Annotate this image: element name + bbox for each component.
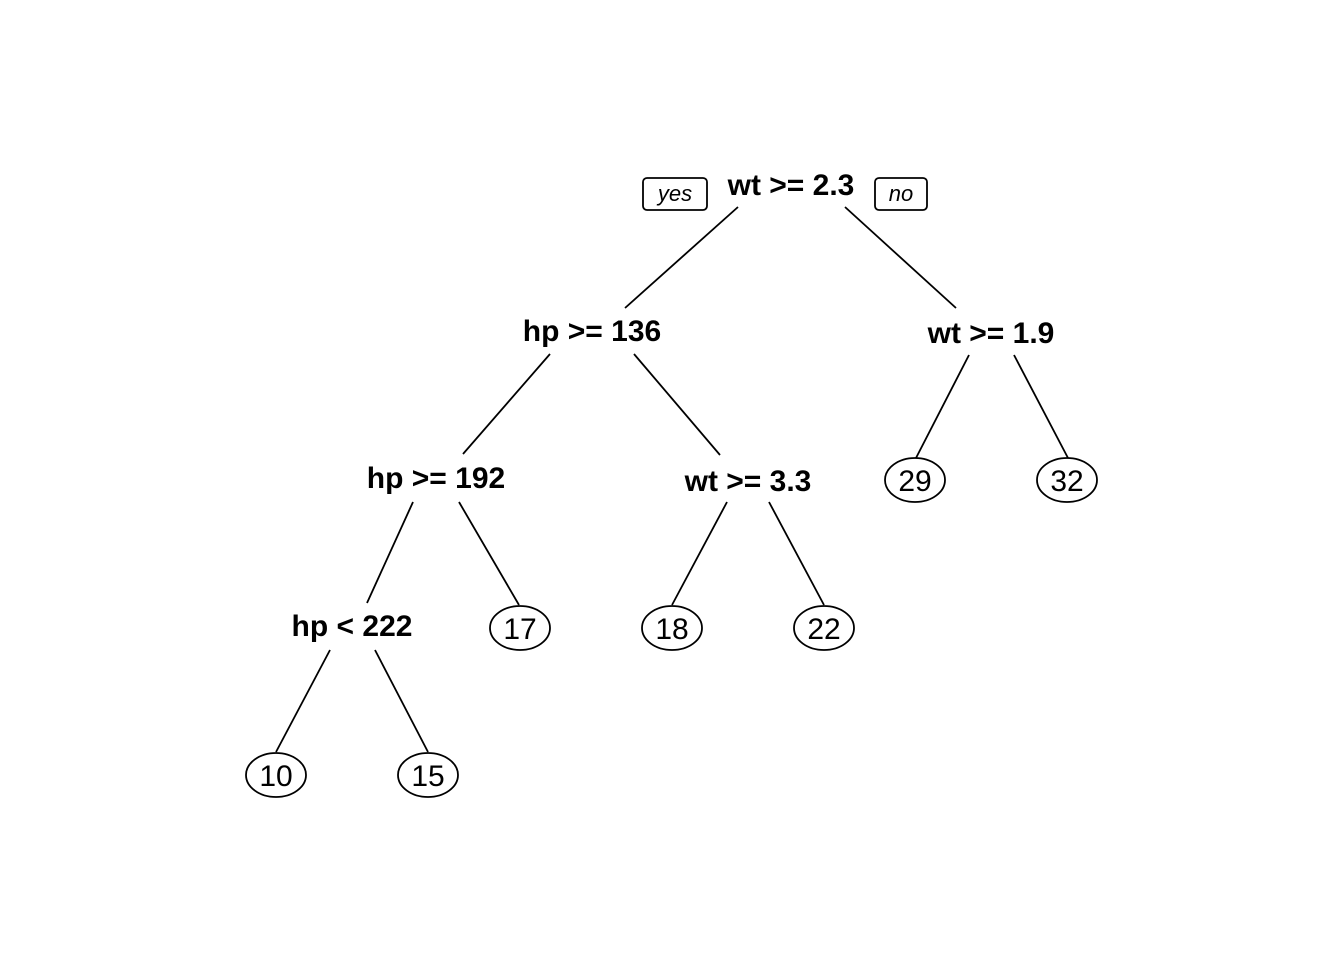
leaf-label: 22 [807, 613, 840, 646]
split-node-n1: wt >= 2.3 [727, 169, 855, 202]
leaf-ellipse [245, 752, 307, 798]
split-node-n3: wt >= 1.9 [927, 317, 1055, 350]
leaf-label: 29 [898, 465, 931, 498]
leaf-node-n9: 17 [489, 605, 551, 651]
edge-n2-n5 [633, 353, 721, 456]
branch-label-yes: yes [642, 177, 708, 211]
leaf-label: 10 [259, 760, 292, 793]
split-label: wt >= 2.3 [727, 169, 855, 202]
leaf-node-n13: 15 [397, 752, 459, 798]
edge-n2-n4 [462, 353, 551, 455]
split-label: hp >= 136 [523, 315, 661, 348]
leaf-label: 15 [411, 760, 444, 793]
split-label: hp >= 192 [367, 462, 505, 495]
split-node-n8: hp < 222 [292, 610, 413, 643]
leaf-ellipse [489, 605, 551, 651]
split-label: wt >= 3.3 [684, 465, 812, 498]
leaf-node-n6: 29 [884, 457, 946, 503]
branch-label-text: no [889, 181, 913, 206]
leaf-ellipse [793, 605, 855, 651]
edge-n4-n8 [366, 501, 414, 604]
edge-n5-n10 [671, 501, 728, 606]
leaf-node-n12: 10 [245, 752, 307, 798]
leaf-node-n7: 32 [1036, 457, 1098, 503]
leaf-ellipse [641, 605, 703, 651]
leaf-node-n10: 18 [641, 605, 703, 651]
branch-label-no: no [874, 177, 928, 211]
split-node-n4: hp >= 192 [367, 462, 505, 495]
split-node-n2: hp >= 136 [523, 315, 661, 348]
edge-n8-n12 [275, 649, 331, 753]
leaf-ellipse [397, 752, 459, 798]
split-label: wt >= 1.9 [927, 317, 1055, 350]
branch-label-text: yes [656, 181, 692, 206]
split-label: hp < 222 [292, 610, 413, 643]
leaf-label: 17 [503, 613, 536, 646]
leaf-node-n11: 22 [793, 605, 855, 651]
edge-n8-n13 [374, 649, 429, 753]
leaf-ellipse [1036, 457, 1098, 503]
edge-n4-n9 [458, 501, 520, 606]
leaf-label: 32 [1050, 465, 1083, 498]
split-node-n5: wt >= 3.3 [684, 465, 812, 498]
edge-n3-n6 [915, 354, 970, 459]
edge-n1-n3 [844, 206, 957, 309]
edge-n1-n2 [624, 206, 739, 309]
leaf-label: 18 [655, 613, 688, 646]
leaf-ellipse [884, 457, 946, 503]
edge-n3-n7 [1013, 354, 1069, 459]
edge-n5-n11 [768, 501, 825, 606]
branch-label-box [642, 177, 708, 211]
branch-label-box [874, 177, 928, 211]
